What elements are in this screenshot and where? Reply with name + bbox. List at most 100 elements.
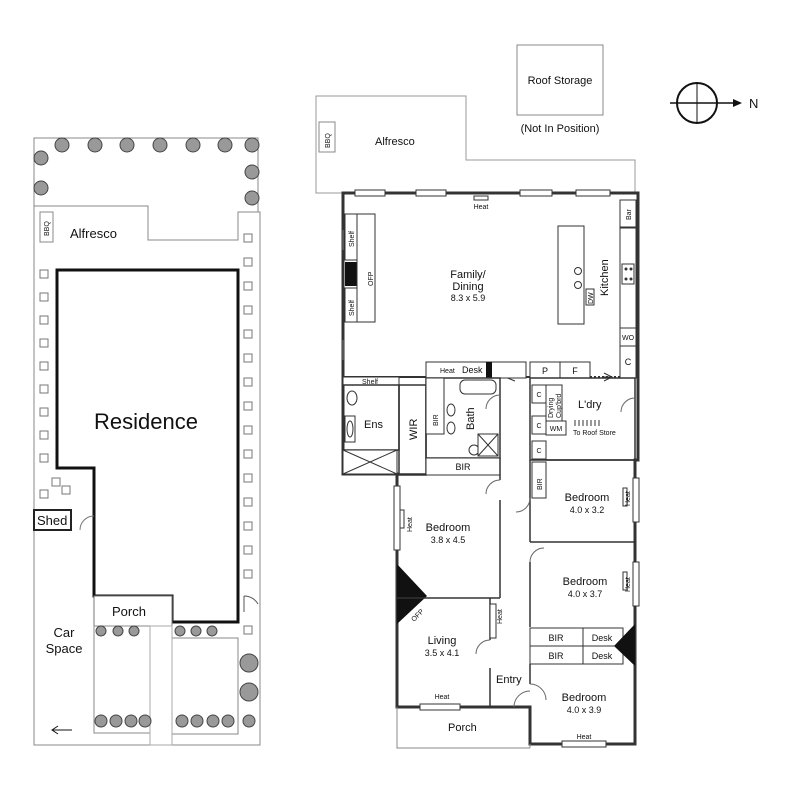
bed4-label: Bedroom xyxy=(562,692,607,704)
bath-bir-label: BIR xyxy=(433,414,440,426)
family-label-2: Dining xyxy=(452,281,483,293)
desk-lower-label: Desk xyxy=(592,651,613,661)
drying-label-2: Cup'brd xyxy=(556,394,563,418)
site-plan: BBQ Alfresco Residence Shed Porch Car Sp… xyxy=(33,137,261,746)
path-strip xyxy=(149,625,173,746)
wm-label: WM xyxy=(550,426,563,433)
roof-storage-note: (Not In Position) xyxy=(521,123,600,135)
dishwasher xyxy=(585,288,595,306)
hall-bir-label: BIR xyxy=(455,462,471,472)
porch-outline xyxy=(396,707,530,749)
bar-box xyxy=(619,199,637,228)
bed2-size: 4.0 x 3.2 xyxy=(570,505,605,515)
c-3 xyxy=(531,440,547,460)
shed-door xyxy=(79,515,95,531)
c-3-label: C xyxy=(536,448,541,455)
family-label-1: Family/ xyxy=(450,269,486,281)
alfresco-outline-floor xyxy=(315,95,636,194)
pantry-label: P xyxy=(542,366,548,376)
family-shelf-top-label: Shelf xyxy=(349,231,356,247)
hearth xyxy=(356,213,376,323)
kitchen-c-label: C xyxy=(625,357,632,367)
bed1-heat-label: Heat xyxy=(407,517,414,532)
drying-label-1: Drying xyxy=(548,398,555,418)
living-bottom-heat-label: Heat xyxy=(435,694,450,701)
cooktop xyxy=(621,263,635,285)
fridge-label: F xyxy=(572,366,578,376)
kitchen-island xyxy=(557,225,585,325)
bed4-size: 4.0 x 3.9 xyxy=(567,705,602,715)
ens-shelf-label: Shelf xyxy=(362,379,378,386)
fence-posts-right xyxy=(243,233,253,635)
shed-label: Shed xyxy=(37,513,67,528)
site-gate xyxy=(243,595,259,612)
bed-fireplace xyxy=(614,624,635,666)
desk-lower xyxy=(582,645,624,665)
driveway-arrow xyxy=(51,725,72,735)
hedge-top xyxy=(33,137,260,206)
c-2-label: C xyxy=(536,423,541,430)
wo-label: WO xyxy=(622,335,635,342)
fence-posts-left xyxy=(39,269,71,499)
floor-bbq-box xyxy=(318,121,336,153)
site-alfresco-label: Alfresco xyxy=(70,226,117,241)
north-label: N xyxy=(749,96,758,111)
living-size: 3.5 x 4.1 xyxy=(425,648,460,658)
ofp-label: OFP xyxy=(368,271,375,286)
floor-porch-label: Porch xyxy=(448,722,477,734)
laundry-label: L'dry xyxy=(578,399,602,411)
bed3-label: Bedroom xyxy=(563,576,608,588)
roof-storage-label: Roof Storage xyxy=(528,75,593,87)
residence-label: Residence xyxy=(94,409,198,434)
floor-alfresco-label: Alfresco xyxy=(375,136,415,148)
bed2-heat-label: Heat xyxy=(625,491,632,506)
living-label: Living xyxy=(428,635,457,647)
roof-storage: Roof Storage (Not In Position) xyxy=(516,44,604,135)
north-arrow: N xyxy=(670,82,758,124)
entry-label: Entry xyxy=(496,674,522,686)
heat-family xyxy=(473,195,489,201)
corridor-bir-label: BIR xyxy=(537,478,544,490)
house-floor-plan: BBQ Alfresco Heat Shelf Shelf OFP Family… xyxy=(315,95,640,749)
bir-lower-label: BIR xyxy=(548,651,564,661)
wir-label: WIR xyxy=(408,419,420,440)
kitchen-label: Kitchen xyxy=(599,259,611,296)
bed1-fireplace xyxy=(397,564,427,624)
to-roof-label: To Roof Store xyxy=(573,430,616,437)
bir-upper-label: BIR xyxy=(548,633,564,643)
shed-box xyxy=(33,509,72,531)
desk-upper-label: Desk xyxy=(592,633,613,643)
bath-label: Bath xyxy=(465,407,477,430)
bed1-size: 3.8 x 4.5 xyxy=(431,535,466,545)
bed3-size: 4.0 x 3.7 xyxy=(568,589,603,599)
bed2-label: Bedroom xyxy=(565,492,610,504)
bed4-heat-label: Heat xyxy=(577,734,592,741)
strip-desk-label: Desk xyxy=(462,365,483,375)
fireplace xyxy=(345,262,357,286)
corridor-bir xyxy=(531,461,547,499)
site-boundary xyxy=(33,137,261,746)
site-porch-label: Porch xyxy=(112,604,146,619)
c-1-label: C xyxy=(536,392,541,399)
bathtub xyxy=(459,379,497,395)
alfresco-outline xyxy=(34,205,258,241)
washing-machine xyxy=(545,420,567,436)
bed3-heat-label: Heat xyxy=(625,577,632,592)
living-ofp-label: OFP xyxy=(410,608,425,623)
residence-outline xyxy=(55,268,240,624)
strip-heat-label: Heat xyxy=(440,368,455,375)
bed1-label: Bedroom xyxy=(426,522,471,534)
car-space-label-2: Space xyxy=(46,641,83,656)
top-windows xyxy=(354,189,611,197)
site-bbq-label: BBQ xyxy=(44,221,51,236)
ens-room xyxy=(342,384,400,451)
family-shelf-bottom-label: Shelf xyxy=(349,300,356,316)
dw-label: DW xyxy=(588,292,595,304)
ens-label: Ens xyxy=(364,419,383,431)
shrubs-bottom xyxy=(94,625,259,728)
bath-bir xyxy=(425,377,445,435)
heat-family-label: Heat xyxy=(474,204,489,211)
roof-storage-box xyxy=(516,44,604,116)
site-porch-box xyxy=(93,595,173,627)
